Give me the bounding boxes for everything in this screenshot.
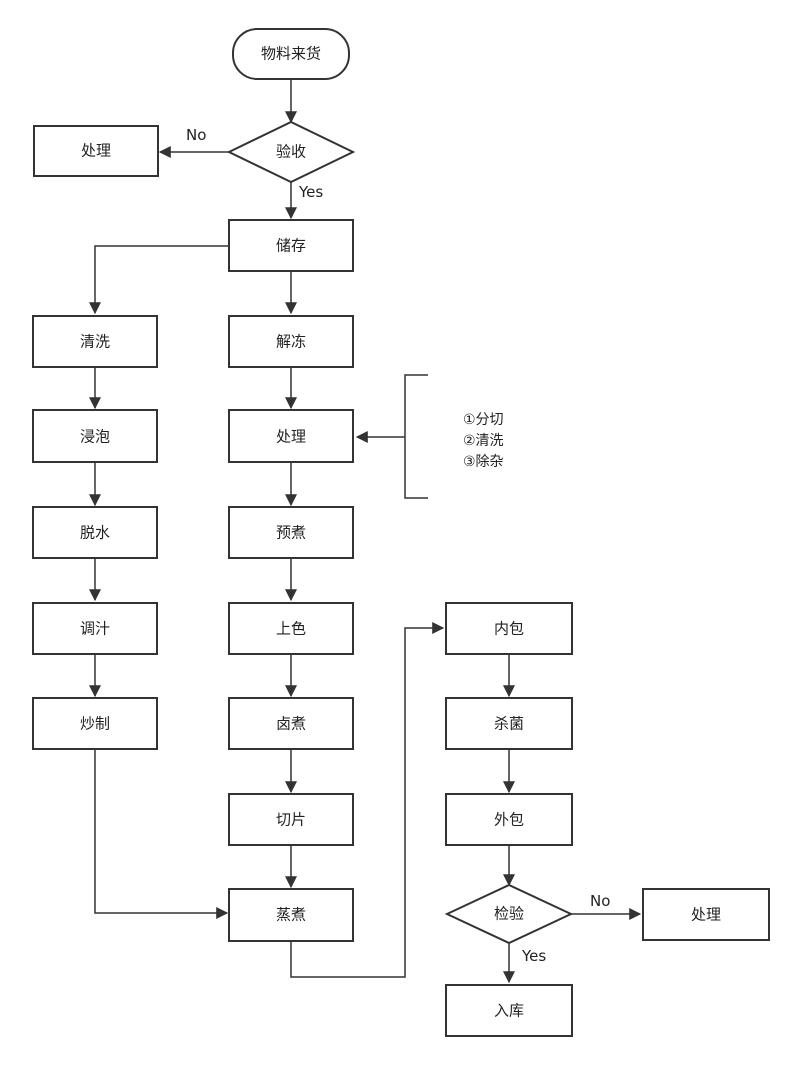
label-inspect-no: No [186, 126, 206, 144]
node-soak[interactable]: 浸泡 [32, 409, 158, 463]
node-preboil[interactable]: 预煮 [228, 506, 354, 559]
node-wash[interactable]: 清洗 [32, 315, 158, 368]
node-wash-label: 清洗 [80, 333, 110, 351]
node-check[interactable]: 检验 [444, 883, 574, 945]
edge-steam-innerpack [290, 622, 445, 978]
node-dehydrate-label: 脱水 [80, 524, 110, 542]
node-preboil-label: 预煮 [276, 524, 306, 542]
node-store-label: 储存 [276, 237, 306, 255]
node-outer-pack-label: 外包 [494, 811, 524, 829]
node-thaw[interactable]: 解冻 [228, 315, 354, 368]
node-season[interactable]: 调汁 [32, 602, 158, 655]
node-inspect-label: 验收 [276, 143, 306, 161]
process-step-1: ①分切 [463, 412, 504, 428]
process-step-2: ②清洗 [463, 433, 504, 449]
edge-store-wash [89, 245, 229, 315]
node-thaw-label: 解冻 [276, 333, 306, 351]
node-season-label: 调汁 [80, 620, 110, 638]
node-reject2[interactable]: 处理 [642, 888, 770, 941]
node-warehouse-label: 入库 [494, 1002, 524, 1020]
node-process-label: 处理 [276, 428, 306, 446]
node-dehydrate[interactable]: 脱水 [32, 506, 158, 559]
node-store[interactable]: 储存 [228, 219, 354, 272]
steps-bracket [404, 374, 428, 499]
node-braise-label: 卤煮 [276, 715, 306, 733]
node-sterilize[interactable]: 杀菌 [445, 697, 573, 750]
node-inner-pack[interactable]: 内包 [445, 602, 573, 655]
node-inner-pack-label: 内包 [494, 620, 524, 638]
connectors [89, 79, 642, 984]
process-steps-note: ①分切 ②清洗 ③除杂 [463, 412, 504, 470]
node-reject1[interactable]: 处理 [33, 125, 159, 177]
node-reject1-label: 处理 [81, 142, 111, 160]
node-inspect[interactable]: 验收 [226, 120, 356, 184]
node-fry-label: 炒制 [80, 715, 110, 733]
node-receive[interactable]: 物料来货 [232, 28, 350, 80]
node-outer-pack[interactable]: 外包 [445, 793, 573, 846]
node-soak-label: 浸泡 [80, 428, 110, 446]
nodes: 物料来货 验收 处理 储存 清洗 浸泡 脱水 调汁 [32, 28, 770, 1037]
node-slice[interactable]: 切片 [228, 793, 354, 846]
node-check-label: 检验 [494, 905, 524, 923]
node-sterilize-label: 杀菌 [494, 715, 524, 733]
edge-labels: No Yes No Yes [186, 126, 610, 965]
node-steam[interactable]: 蒸煮 [228, 888, 354, 942]
process-step-3: ③除杂 [463, 454, 504, 470]
label-check-yes: Yes [521, 947, 546, 965]
node-fry[interactable]: 炒制 [32, 697, 158, 750]
node-slice-label: 切片 [276, 811, 306, 829]
label-inspect-yes: Yes [298, 183, 323, 201]
node-warehouse[interactable]: 入库 [445, 984, 573, 1037]
node-color-label: 上色 [276, 620, 306, 638]
node-color[interactable]: 上色 [228, 602, 354, 655]
node-steam-label: 蒸煮 [276, 906, 306, 924]
node-reject2-label: 处理 [691, 906, 721, 924]
label-check-no: No [590, 892, 610, 910]
edge-fry-steam [94, 749, 229, 919]
node-receive-label: 物料来货 [261, 45, 321, 63]
node-process[interactable]: 处理 [228, 409, 354, 463]
node-braise[interactable]: 卤煮 [228, 697, 354, 750]
